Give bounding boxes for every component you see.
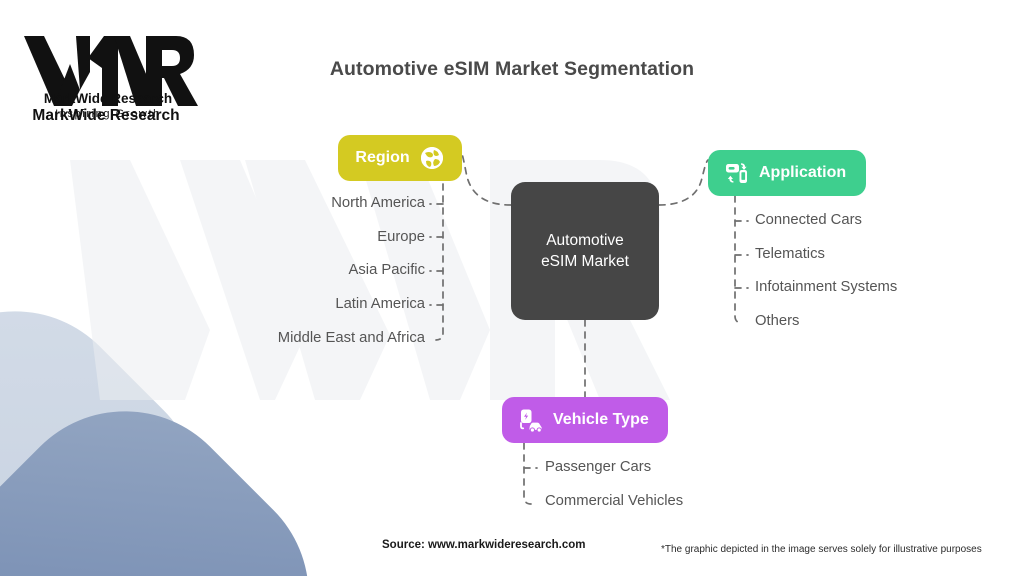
background-shape-blue (0, 361, 359, 576)
branch-pill-vehicle-type[interactable]: Vehicle Type (502, 397, 668, 443)
logo-company-name-text: MarkWide Research (43, 91, 173, 106)
leaf-application-infotainment-systems: Infotainment Systems (755, 279, 898, 295)
branch-label-application: Application (759, 164, 847, 181)
leaf-region-europe: Europe (377, 229, 425, 245)
leaf-vehicle-type-commercial-vehicles: Commercial Vehicles (545, 493, 684, 509)
company-logo: MarkWide Research . (18, 28, 198, 123)
connected-devices-icon (724, 160, 750, 186)
ev-charging-car-icon (518, 407, 544, 433)
leaf-application-telematics: Telematics (755, 246, 825, 262)
leaf-application-others: Others (755, 313, 800, 329)
leaf-region-asia-pacific: Asia Pacific (348, 262, 425, 278)
center-node-line-1: Automotive (546, 232, 624, 249)
center-node-line-2: eSIM Market (541, 253, 629, 270)
connector-center-region (459, 149, 512, 206)
logo-company-name: MarkWide Research (32, 107, 179, 123)
branch-pill-region[interactable]: Region (338, 135, 462, 181)
branch-label-vehicle-type: Vehicle Type (553, 411, 649, 428)
leaf-vehicle-type-passenger-cars: Passenger Cars (545, 459, 652, 475)
logo-tagline: Inspiring Growth (55, 108, 161, 120)
page-title: Automotive eSIM Market Segmentation (329, 58, 695, 80)
branch-pill-application[interactable]: Application (708, 150, 866, 196)
application-spine (734, 195, 743, 324)
vehicle-type-spine (523, 442, 532, 505)
leaf-region-north-america: North America (331, 195, 425, 211)
globe-icon (419, 145, 445, 171)
leaf-region-middle-east-and-africa: Middle East and Africa (277, 330, 425, 346)
center-node: Automotive eSIM Market (511, 182, 659, 320)
source-note: Source: www.markwideresearch.com (382, 539, 586, 551)
region-spine (435, 159, 444, 341)
leaf-application-connected-cars: Connected Cars (755, 212, 862, 228)
connector-center-application (658, 159, 709, 206)
disclaimer-note: *The graphic depicted in the image serve… (661, 544, 982, 555)
branch-label-region: Region (355, 149, 410, 166)
leaf-region-latin-america: Latin America (335, 296, 425, 312)
